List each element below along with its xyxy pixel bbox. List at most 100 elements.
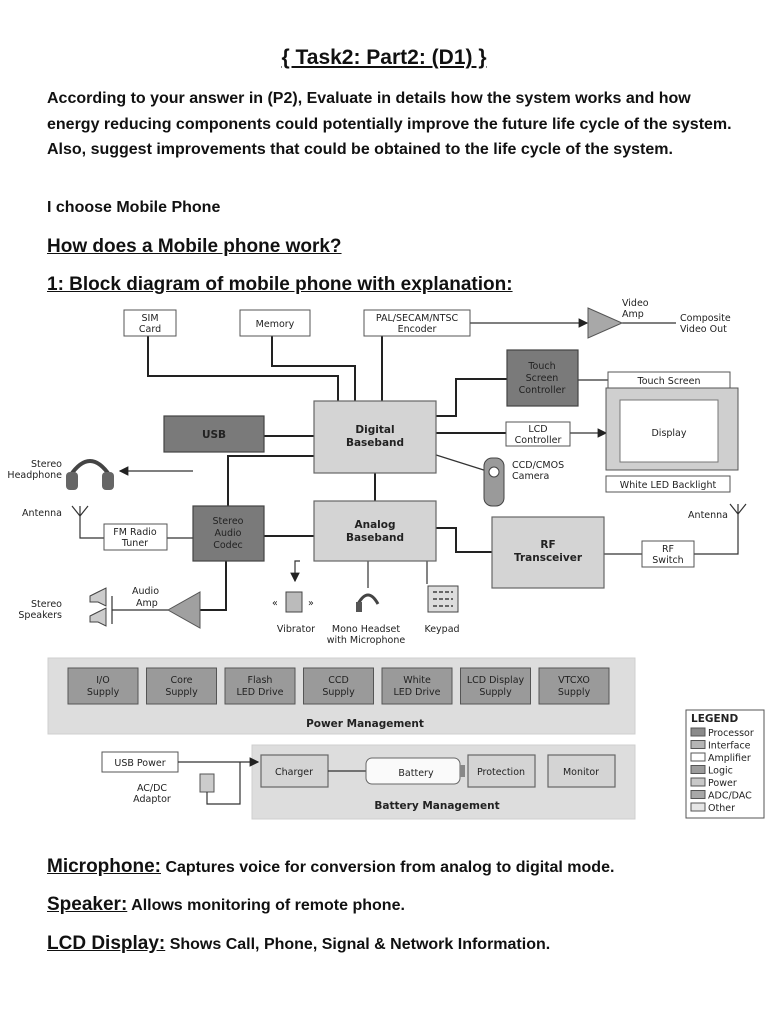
- encoder-box: PAL/SECAM/NTSC Encoder: [363, 309, 471, 337]
- usb-label: USB: [202, 429, 226, 441]
- sim-card-label-2: Card: [139, 324, 161, 335]
- composite-label-1: Composite: [680, 313, 731, 324]
- legend-title: LEGEND: [691, 713, 738, 725]
- lcd-controller-label-2: Controller: [515, 435, 562, 446]
- legend-swatch: [690, 740, 706, 749]
- choice-text: I choose Mobile Phone: [47, 199, 221, 216]
- definition-microphone: Microphone: Captures voice for conversio…: [47, 856, 614, 878]
- heading-block-diagram: 1: Block diagram of mobile phone with ex…: [47, 274, 513, 295]
- power-supply-box: [224, 667, 296, 705]
- antenna-left: Antenna: [22, 505, 89, 519]
- display-module: Display White LED Backlight: [605, 387, 739, 493]
- legend-swatch: [690, 752, 706, 762]
- definition-term: Speaker:: [47, 894, 128, 915]
- power-supply-box: [538, 667, 610, 705]
- battery-label: Battery: [398, 768, 434, 779]
- battery-management-label: Battery Management: [374, 800, 499, 812]
- legend-label: Processor: [708, 728, 754, 739]
- audio-amp-label-2: Amp: [136, 598, 158, 609]
- power-supply-label: White: [403, 675, 431, 686]
- usb-box: USB: [163, 415, 265, 453]
- video-amp-label-1: Video: [622, 298, 649, 309]
- rf-switch-label-1: RF: [662, 544, 674, 555]
- lcd-controller-label-1: LCD: [528, 424, 547, 435]
- video-amp-label-2: Amp: [622, 309, 644, 320]
- codec-label-3: Codec: [213, 540, 243, 551]
- video-amp: Video Amp Composite Video Out: [587, 298, 731, 339]
- definition-text: Captures voice for conversion from analo…: [161, 859, 615, 876]
- stereo-headphone: Stereo Headphone: [7, 459, 114, 490]
- power-supply-label: Supply: [87, 687, 120, 698]
- power-supply-box: [146, 667, 217, 705]
- legend-swatch: [690, 802, 706, 812]
- battery-management-panel: USB Power AC/DC Adaptor Charger Battery …: [101, 744, 636, 820]
- legend-swatch: [690, 765, 706, 774]
- intro-paragraph: According to your answer in (P2), Evalua…: [47, 90, 732, 158]
- stereo-speakers: Stereo Speakers: [18, 587, 107, 627]
- keypad-label: Keypad: [424, 624, 459, 635]
- led-backlight-label: White LED Backlight: [620, 480, 717, 491]
- legend-swatch: [690, 790, 706, 799]
- rf-transceiver-box: RF Transceiver: [491, 516, 605, 589]
- rf-transceiver-label-2: Transceiver: [514, 552, 583, 564]
- power-supply-label: LCD Display: [467, 675, 525, 686]
- composite-label-2: Video Out: [680, 324, 727, 335]
- power-supply-label: Supply: [558, 687, 591, 698]
- sim-card-box: SIM Card: [123, 309, 177, 337]
- rf-transceiver-label-1: RF: [540, 539, 555, 551]
- camera-label-1: CCD/CMOS: [512, 460, 564, 471]
- legend-label: Logic: [708, 766, 733, 777]
- antenna-right: Antenna: [688, 503, 747, 521]
- power-supply-box: [303, 667, 374, 705]
- protection-label: Protection: [477, 767, 525, 778]
- lcd-controller-box: LCD Controller: [505, 421, 571, 447]
- power-supply-label: LED Drive: [237, 687, 284, 698]
- encoder-label-2: Encoder: [398, 324, 437, 335]
- power-supply-label: Supply: [165, 687, 198, 698]
- legend-label: Interface: [708, 741, 751, 752]
- power-supply-label: Supply: [322, 687, 355, 698]
- touch-controller-label-1: Touch: [527, 361, 555, 372]
- analog-baseband-box: Analog Baseband: [313, 500, 437, 562]
- rf-switch-label-2: Switch: [652, 555, 683, 566]
- memory-label: Memory: [256, 319, 295, 330]
- power-supply-label: CCD: [328, 675, 349, 686]
- heading-how-it-works: How does a Mobile phone work?: [47, 236, 342, 257]
- power-supply-label: I/O: [96, 675, 109, 686]
- legend-label: Other: [708, 803, 735, 814]
- definition-text: Shows Call, Phone, Signal & Network Info…: [165, 936, 551, 953]
- headset-label-1: Mono Headset: [332, 624, 400, 635]
- keypad: Keypad: [424, 585, 460, 635]
- headphone-label-2: Headphone: [7, 470, 62, 481]
- rf-switch-box: RF Switch: [641, 540, 695, 568]
- touch-controller-label-2: Screen: [526, 373, 559, 384]
- legend-label: Power: [708, 778, 737, 789]
- power-management-label: Power Management: [306, 718, 424, 730]
- power-supply-label: LED Drive: [394, 687, 441, 698]
- power-supply-label: Flash: [248, 675, 273, 686]
- fm-radio-label-2: Tuner: [121, 538, 148, 549]
- definition-lcd-display: LCD Display: Shows Call, Phone, Signal &…: [47, 933, 550, 955]
- definition-text: Allows monitoring of remote phone.: [127, 897, 405, 914]
- sim-card-label-1: SIM: [141, 313, 158, 324]
- ac-dc-label-2: Adaptor: [133, 794, 171, 805]
- svg-text:«: «: [272, 598, 278, 609]
- touch-controller-box: Touch Screen Controller: [506, 349, 579, 407]
- digital-baseband-label-1: Digital: [355, 424, 394, 436]
- audio-amp: Audio Amp: [111, 586, 201, 629]
- touch-controller-label-3: Controller: [519, 385, 566, 396]
- camera: CCD/CMOS Camera: [483, 457, 564, 507]
- block-diagram: SIM Card Memory PAL/SECAM/NTSC Encoder V…: [7, 298, 765, 820]
- usb-power-label: USB Power: [114, 758, 165, 769]
- speakers-label-1: Stereo: [31, 599, 62, 610]
- power-supply-label: Supply: [479, 687, 512, 698]
- definition-speaker: Speaker: Allows monitoring of remote pho…: [47, 894, 405, 916]
- charger-label: Charger: [275, 767, 313, 778]
- connection-lines: [79, 318, 739, 611]
- codec-label-1: Stereo: [213, 516, 244, 527]
- definition-term: Microphone:: [47, 856, 161, 877]
- mono-headset: Mono Headset with Microphone: [327, 593, 405, 646]
- analog-baseband-label-2: Baseband: [346, 532, 404, 544]
- digital-baseband-label-2: Baseband: [346, 437, 404, 449]
